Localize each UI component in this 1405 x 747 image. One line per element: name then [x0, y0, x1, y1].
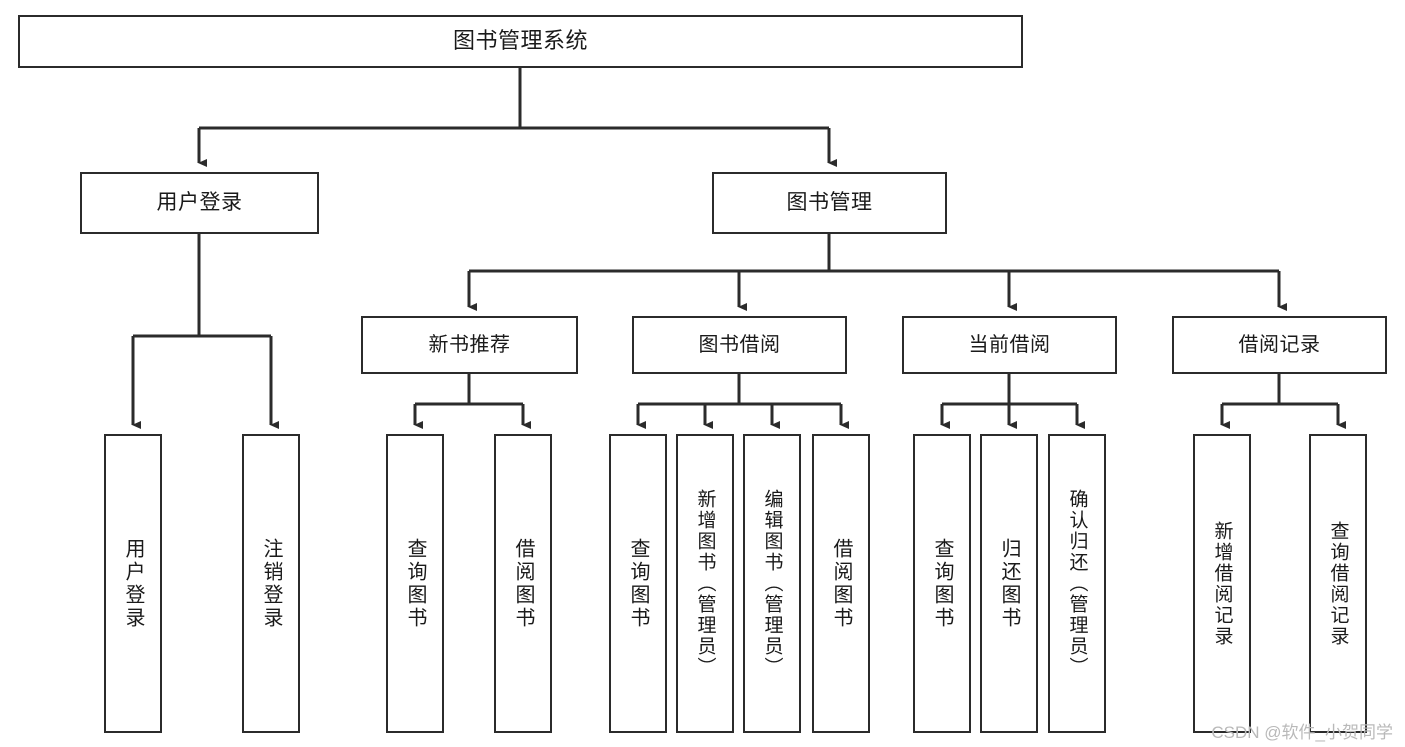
- node-borrow-record[interactable]: 借阅记录: [1172, 316, 1387, 374]
- node-label: 当前借阅: [968, 333, 1051, 356]
- node-leaf-query-record[interactable]: 查询借阅记录: [1309, 434, 1367, 733]
- node-label: 查询图书: [931, 537, 953, 630]
- node-leaf-logout[interactable]: 注销登录: [242, 434, 300, 733]
- node-leaf-query-book-1[interactable]: 查询图书: [386, 434, 444, 733]
- node-new-book-recommend[interactable]: 新书推荐: [361, 316, 578, 374]
- node-label: 查询图书: [627, 537, 649, 630]
- node-leaf-user-login[interactable]: 用户登录: [104, 434, 162, 733]
- node-label: 用户登录: [156, 191, 243, 215]
- node-label: 借阅记录: [1238, 333, 1321, 356]
- node-leaf-edit-book[interactable]: 编辑图书（管理员）: [743, 434, 801, 733]
- node-label: 确认归还（管理员）: [1066, 489, 1088, 678]
- csdn-watermark: CSDN @软件_小贺同学: [1211, 723, 1393, 742]
- node-user-login[interactable]: 用户登录: [80, 172, 319, 234]
- node-label: 图书管理: [786, 191, 873, 215]
- node-leaf-confirm-return[interactable]: 确认归还（管理员）: [1048, 434, 1106, 733]
- node-label: 新增图书（管理员）: [694, 489, 716, 678]
- node-book-management[interactable]: 图书管理: [712, 172, 947, 234]
- node-label: 归还图书: [998, 537, 1020, 630]
- node-label: 借阅图书: [830, 537, 852, 630]
- node-current-borrow[interactable]: 当前借阅: [902, 316, 1117, 374]
- node-leaf-add-book[interactable]: 新增图书（管理员）: [676, 434, 734, 733]
- node-leaf-add-record[interactable]: 新增借阅记录: [1193, 434, 1251, 733]
- node-label: 借阅图书: [512, 537, 534, 630]
- node-leaf-return-book[interactable]: 归还图书: [980, 434, 1038, 733]
- node-root-system[interactable]: 图书管理系统: [18, 15, 1023, 68]
- node-label: 图书管理系统: [452, 28, 588, 54]
- node-label: 图书借阅: [698, 333, 781, 356]
- node-leaf-query-book-3[interactable]: 查询图书: [913, 434, 971, 733]
- node-label: 查询借阅记录: [1327, 520, 1349, 647]
- node-leaf-borrow-book-2[interactable]: 借阅图书: [812, 434, 870, 733]
- node-label: 注销登录: [260, 537, 282, 630]
- node-label: 编辑图书（管理员）: [761, 489, 783, 678]
- node-label: 用户登录: [122, 537, 144, 630]
- node-book-borrow[interactable]: 图书借阅: [632, 316, 847, 374]
- node-leaf-borrow-book-1[interactable]: 借阅图书: [494, 434, 552, 733]
- node-label: 新书推荐: [428, 333, 511, 356]
- node-label: 查询图书: [404, 537, 426, 630]
- node-label: 新增借阅记录: [1211, 520, 1233, 647]
- node-leaf-query-book-2[interactable]: 查询图书: [609, 434, 667, 733]
